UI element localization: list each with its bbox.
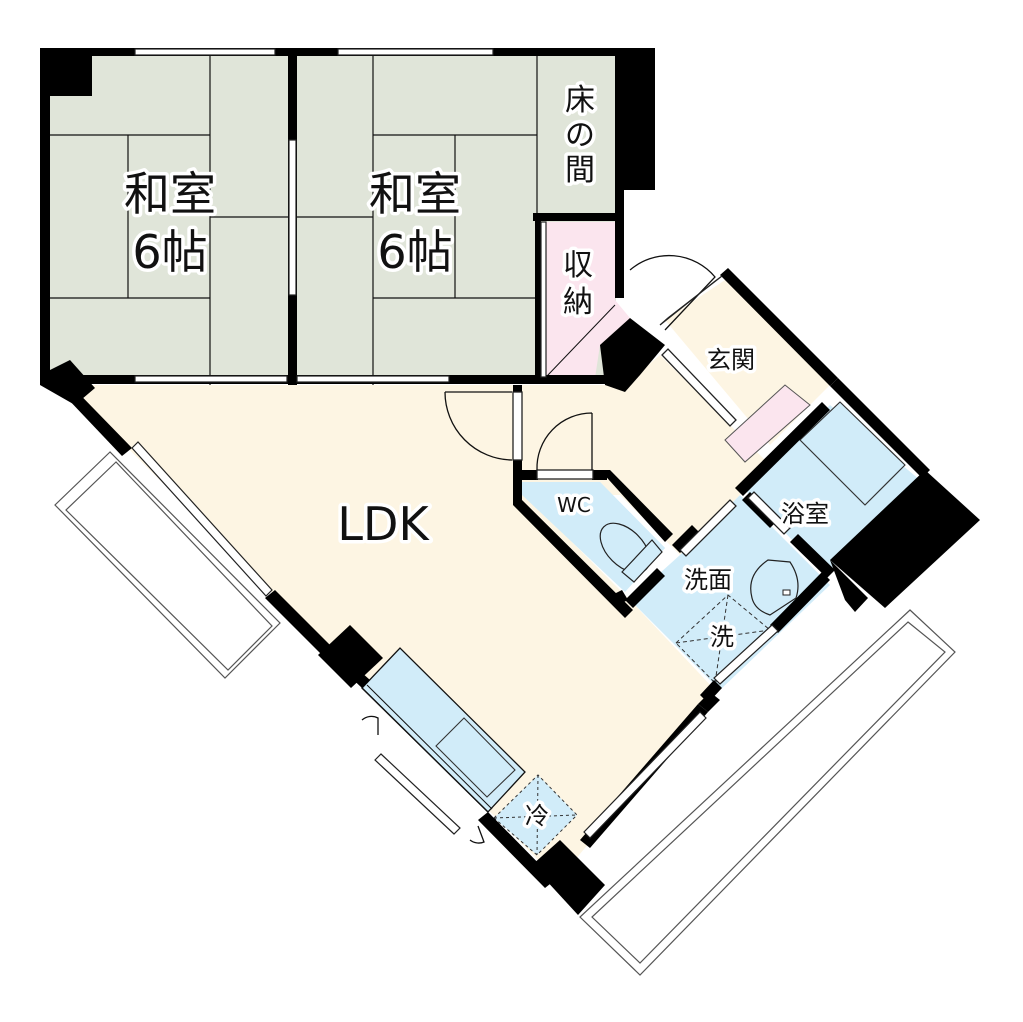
balcony-southeast bbox=[579, 609, 956, 976]
tatami-lines-room2 bbox=[296, 55, 545, 385]
ldk-label: LDK bbox=[337, 497, 430, 551]
wash-basin bbox=[750, 559, 799, 616]
fridge-space bbox=[493, 774, 578, 856]
tokonoma-label-3: 間 bbox=[565, 153, 595, 188]
fridge-label: 冷 bbox=[525, 802, 549, 830]
ldk-floor bbox=[82, 385, 715, 862]
yokushitsu-label: 浴室 bbox=[781, 500, 829, 528]
tokonoma-label-1: 床 bbox=[565, 83, 595, 118]
wc-label: WC bbox=[557, 493, 591, 517]
washer-pan bbox=[675, 594, 771, 684]
doors bbox=[361, 254, 791, 844]
genkan-label: 玄関 bbox=[707, 346, 755, 374]
balcony-west bbox=[54, 451, 281, 679]
kitchen-sink bbox=[435, 717, 516, 798]
washitsu-1-floor bbox=[48, 55, 290, 382]
shuno-label-1: 収 bbox=[563, 248, 593, 283]
senmen-label: 洗面 bbox=[684, 566, 732, 594]
shuno-label-2: 納 bbox=[563, 285, 593, 320]
washer-label: 洗 bbox=[710, 623, 734, 651]
toilet bbox=[599, 522, 663, 583]
tokonoma-label-2: の bbox=[565, 118, 595, 153]
windows bbox=[131, 48, 779, 839]
kitchen-counter bbox=[361, 647, 526, 813]
washitsu-2-name: 和室 bbox=[369, 167, 461, 221]
tatami-lines-room1 bbox=[48, 55, 290, 385]
shuno-floor bbox=[540, 222, 630, 378]
storage-diagonal bbox=[546, 304, 616, 377]
bathtub bbox=[799, 401, 906, 506]
shoe-cabinet bbox=[724, 384, 811, 463]
washitsu-1-size: 6帖 bbox=[132, 225, 207, 279]
washitsu-1-name: 和室 bbox=[124, 167, 216, 221]
hall-floor bbox=[520, 355, 770, 555]
washitsu-2-size: 6帖 bbox=[377, 225, 452, 279]
senmen-floor bbox=[630, 495, 830, 690]
